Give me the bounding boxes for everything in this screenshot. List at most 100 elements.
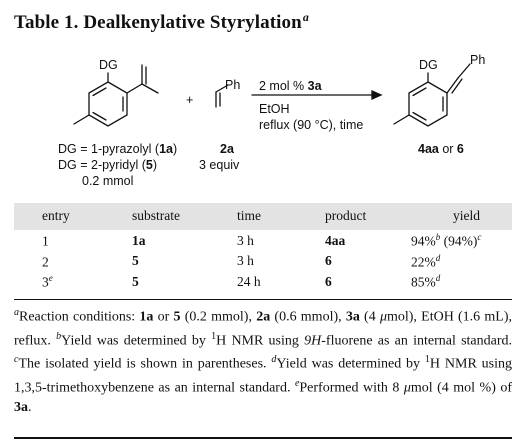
footnote-e-mark: e: [294, 377, 300, 389]
footnote-a-text: (4: [359, 309, 380, 325]
styrene-reagent: [215, 84, 229, 108]
header-product: product: [325, 208, 367, 223]
yield-value: 85%: [411, 274, 436, 290]
footnote-a-code: 3a: [345, 309, 360, 325]
footnote-a-code: 1a: [139, 309, 154, 325]
cell-product: 4aa: [325, 232, 346, 248]
product-ring: [408, 81, 448, 127]
entry-number: 3: [42, 274, 49, 290]
dg-option-2-code: 5: [145, 158, 153, 172]
footnote-b-isotope: 1: [211, 330, 217, 342]
yield-note: b: [435, 232, 441, 242]
footnote-d-text: Yield was determined by: [276, 356, 425, 372]
entry-number: 1: [42, 233, 49, 249]
footnote-c-text: The isolated yield is shown in parenthes…: [18, 356, 272, 372]
cell-entry: 2: [14, 251, 132, 272]
footnote-a-code: 5: [173, 309, 181, 325]
reaction-conditions-catalyst: 2 mol % 3a: [259, 78, 322, 94]
cell-substrate: 5: [132, 253, 139, 269]
table-title: Table 1. Dealkenylative Styrylationa: [14, 10, 309, 34]
cell-time: 24 h: [237, 271, 325, 300]
catalyst-code: 3a: [307, 79, 322, 93]
header-time: time: [237, 208, 261, 223]
table-row: 1 1a 3 h 4aa 94%b (94%)c: [14, 230, 512, 251]
table-header-row: entry substrate time product yield: [14, 203, 512, 230]
entry-number: 2: [42, 254, 49, 269]
catalyst-amount: 2 mol %: [259, 79, 305, 93]
dg-option-1-text: DG = 1-pyrazolyl (: [58, 142, 160, 156]
table-row: 3e 5 24 h 6 85%d: [14, 271, 512, 300]
header-entry: entry: [42, 208, 70, 223]
footnote-d-text: H NMR using 1,3,5-trimethoxybenzene as a…: [14, 356, 512, 396]
product-styryl-group: [446, 63, 471, 94]
footnote-e-text: mol (4 mol %) of: [410, 380, 512, 396]
footnote-c-mark: c: [14, 354, 19, 366]
footnote-b-italic: 9H: [304, 333, 322, 349]
entry-note: e: [48, 273, 53, 283]
product-ph-label: Ph: [470, 53, 486, 67]
reagent-code: 2a: [220, 142, 234, 156]
footnote-a-mu: μ: [379, 309, 387, 325]
footnote-a-text: mol), EtOH (1.6 mL), reflux.: [14, 309, 513, 349]
product-code-2: 6: [456, 142, 464, 156]
yield-note: d: [435, 252, 441, 263]
isopropenyl-group: [126, 64, 159, 94]
footnote-b-mark: b: [56, 330, 62, 342]
footnote-d-isotope: 1: [424, 354, 430, 366]
footnote-d-mark: d: [271, 354, 277, 366]
dg-option-2: DG = 2-pyridyl (5): [58, 157, 157, 173]
table-footnotes: aReaction conditions: 1a or 5 (0.2 mmol)…: [14, 303, 512, 417]
yield-extra: (94%): [440, 233, 478, 249]
dg-option-2-close: ): [152, 158, 157, 172]
product-or: or: [438, 142, 457, 156]
footnote-b-text: H NMR using: [216, 333, 305, 349]
title-footnote-mark: a: [302, 10, 309, 24]
substrate-amount: 0.2 mmol: [82, 174, 134, 188]
reaction-scheme: [73, 63, 471, 127]
cell-time: 3 h: [237, 253, 254, 269]
bottom-rule: [14, 437, 512, 439]
footnote-b-text: -fluorene as an internal standard.: [321, 333, 512, 349]
cell-yield: 85%d: [411, 271, 512, 300]
cell-product: 6: [325, 271, 411, 300]
yield-extra-note: c: [477, 232, 482, 242]
cell-yield: 94%b (94%)c: [411, 230, 512, 251]
footnote-b-text: Yield was determined by: [61, 333, 212, 349]
dg-option-1-close: ): [172, 142, 178, 156]
reaction-arrow-head: [371, 89, 383, 101]
cell-product: 6: [325, 253, 332, 269]
footnote-a-text: (0.6 mmol),: [270, 309, 346, 325]
header-substrate: substrate: [132, 208, 180, 223]
yield-value: 22%: [411, 254, 436, 269]
table-row: 2 5 3 h 6 22%d: [14, 251, 512, 272]
cell-entry: 3e: [14, 271, 132, 300]
cell-time: 3 h: [237, 232, 254, 248]
product-methyl-bond: [393, 114, 410, 125]
dg-option-2-text: DG = 2-pyridyl (: [58, 158, 146, 172]
substrate-ring: [88, 81, 128, 127]
reaction-conditions-temperature: reflux (90 °C), time: [259, 118, 364, 132]
substrate-methyl-bond: [73, 114, 90, 125]
footnote-e-code: 3a: [14, 399, 28, 415]
plus-sign: +: [186, 93, 194, 107]
footnote-e-end: .: [28, 399, 32, 415]
substrate-dg-label: DG: [99, 58, 118, 72]
cell-substrate: 5: [132, 271, 237, 300]
header-yield: yield: [453, 208, 480, 223]
reagent-ph-label: Ph: [225, 78, 241, 92]
footnote-a-mark: a: [14, 307, 19, 318]
reaction-conditions-solvent: EtOH: [259, 102, 290, 116]
footnote-a-code: 2a: [256, 309, 271, 325]
footnote-a-text: (0.2 mmol),: [180, 309, 257, 325]
yield-note: d: [435, 273, 441, 283]
cell-substrate: 1a: [132, 232, 146, 248]
footnote-a-or: or: [153, 309, 174, 325]
footnote-e-mu: μ: [403, 380, 411, 396]
product-code-1: 4aa: [418, 142, 439, 156]
dg-option-1: DG = 1-pyrazolyl (1a): [58, 141, 177, 157]
footnote-a-text: Reaction conditions:: [19, 309, 140, 325]
cell-yield: 22%d: [411, 251, 512, 272]
reagent-amount: 3 equiv: [199, 158, 240, 172]
dg-option-1-code: 1a: [159, 142, 173, 156]
